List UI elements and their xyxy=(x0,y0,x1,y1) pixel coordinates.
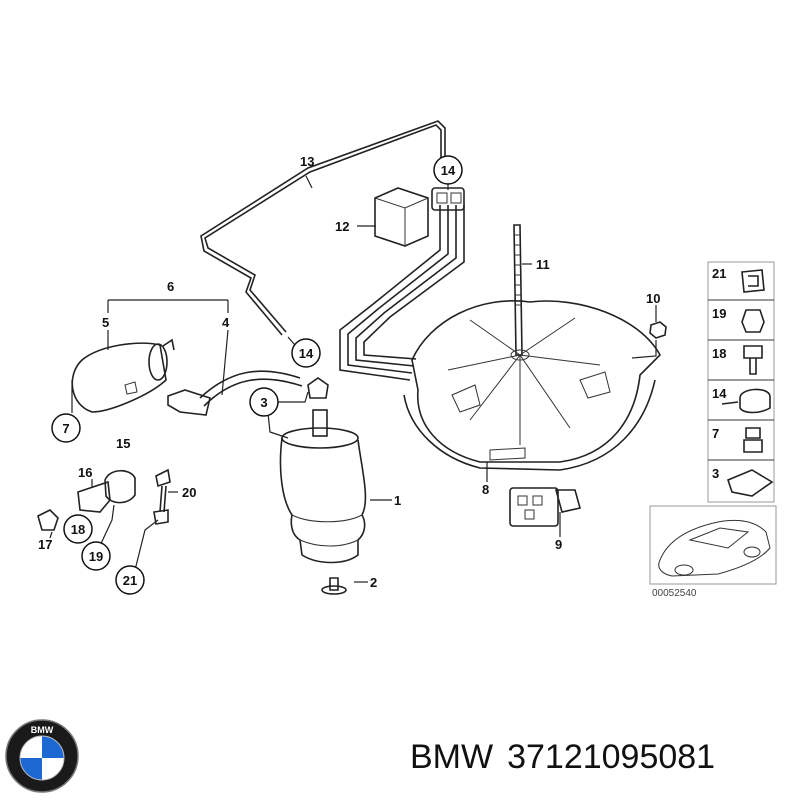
label-9: 9 xyxy=(555,537,562,552)
buffer-2 xyxy=(321,577,347,595)
label-3: 3 xyxy=(260,395,267,410)
label-12: 12 xyxy=(335,219,349,234)
pressure-reservoir-5 xyxy=(71,338,175,413)
label-7: 7 xyxy=(62,421,69,436)
label-11: 11 xyxy=(536,257,550,272)
label-10: 10 xyxy=(646,291,660,306)
panel-label-19: 19 xyxy=(712,306,726,321)
bmw-logo: BMW xyxy=(5,719,79,793)
label-15: 15 xyxy=(116,436,130,451)
threaded-rod-11 xyxy=(513,224,523,356)
label-16: 16 xyxy=(78,465,92,480)
link-rod-20 xyxy=(153,468,171,525)
label-20: 20 xyxy=(182,485,196,500)
nut-10 xyxy=(649,321,667,339)
bracket-icon xyxy=(727,469,774,497)
line-bundle xyxy=(339,205,465,381)
label-14-mid: 14 xyxy=(299,346,314,361)
label-17: 17 xyxy=(38,537,52,552)
leader-lines xyxy=(49,175,657,583)
label-8: 8 xyxy=(482,482,489,497)
label-1: 1 xyxy=(394,493,401,508)
panel-label-3: 3 xyxy=(712,466,719,481)
label-13: 13 xyxy=(300,154,314,169)
label-14-top: 14 xyxy=(441,163,456,178)
panel-label-21: 21 xyxy=(712,266,726,281)
small-parts-panel: 21 19 18 14 7 3 xyxy=(707,261,775,503)
label-5: 5 xyxy=(102,315,109,330)
panel-label-14: 14 xyxy=(712,386,727,401)
label-4: 4 xyxy=(222,315,230,330)
label-18: 18 xyxy=(71,522,85,537)
connector-icon xyxy=(721,388,771,414)
catalog-number: 00052540 xyxy=(652,588,697,599)
label-6: 6 xyxy=(167,279,174,294)
air-spring-1 xyxy=(279,377,367,564)
screw-icon xyxy=(743,427,763,453)
label-2: 2 xyxy=(370,575,377,590)
air-line-13 xyxy=(200,120,446,336)
svg-text:BMW: BMW xyxy=(31,725,54,735)
nut-icon xyxy=(741,309,765,333)
housing-tray-8 xyxy=(403,300,661,471)
relay-12 xyxy=(374,187,429,247)
vehicle-locator-inset: 00052540 xyxy=(649,505,777,599)
brand-name: BMW xyxy=(410,738,494,776)
socket-9 xyxy=(509,487,581,527)
label-21: 21 xyxy=(123,573,137,588)
clip-17 xyxy=(37,509,59,531)
part-labels: 13 14 12 11 10 8 9 6 5 4 14 3 7 15 16 20… xyxy=(38,154,660,595)
bolt-icon xyxy=(743,345,763,375)
panel-label-7: 7 xyxy=(712,426,719,441)
label-19: 19 xyxy=(89,549,103,564)
air-hose-4 xyxy=(167,370,303,416)
bracket-16 xyxy=(77,469,136,513)
clip-icon xyxy=(741,269,765,293)
brand-part-caption: BMW 37121095081 xyxy=(410,738,729,777)
panel-label-18: 18 xyxy=(712,346,726,361)
part-number: 37121095081 xyxy=(507,738,716,776)
